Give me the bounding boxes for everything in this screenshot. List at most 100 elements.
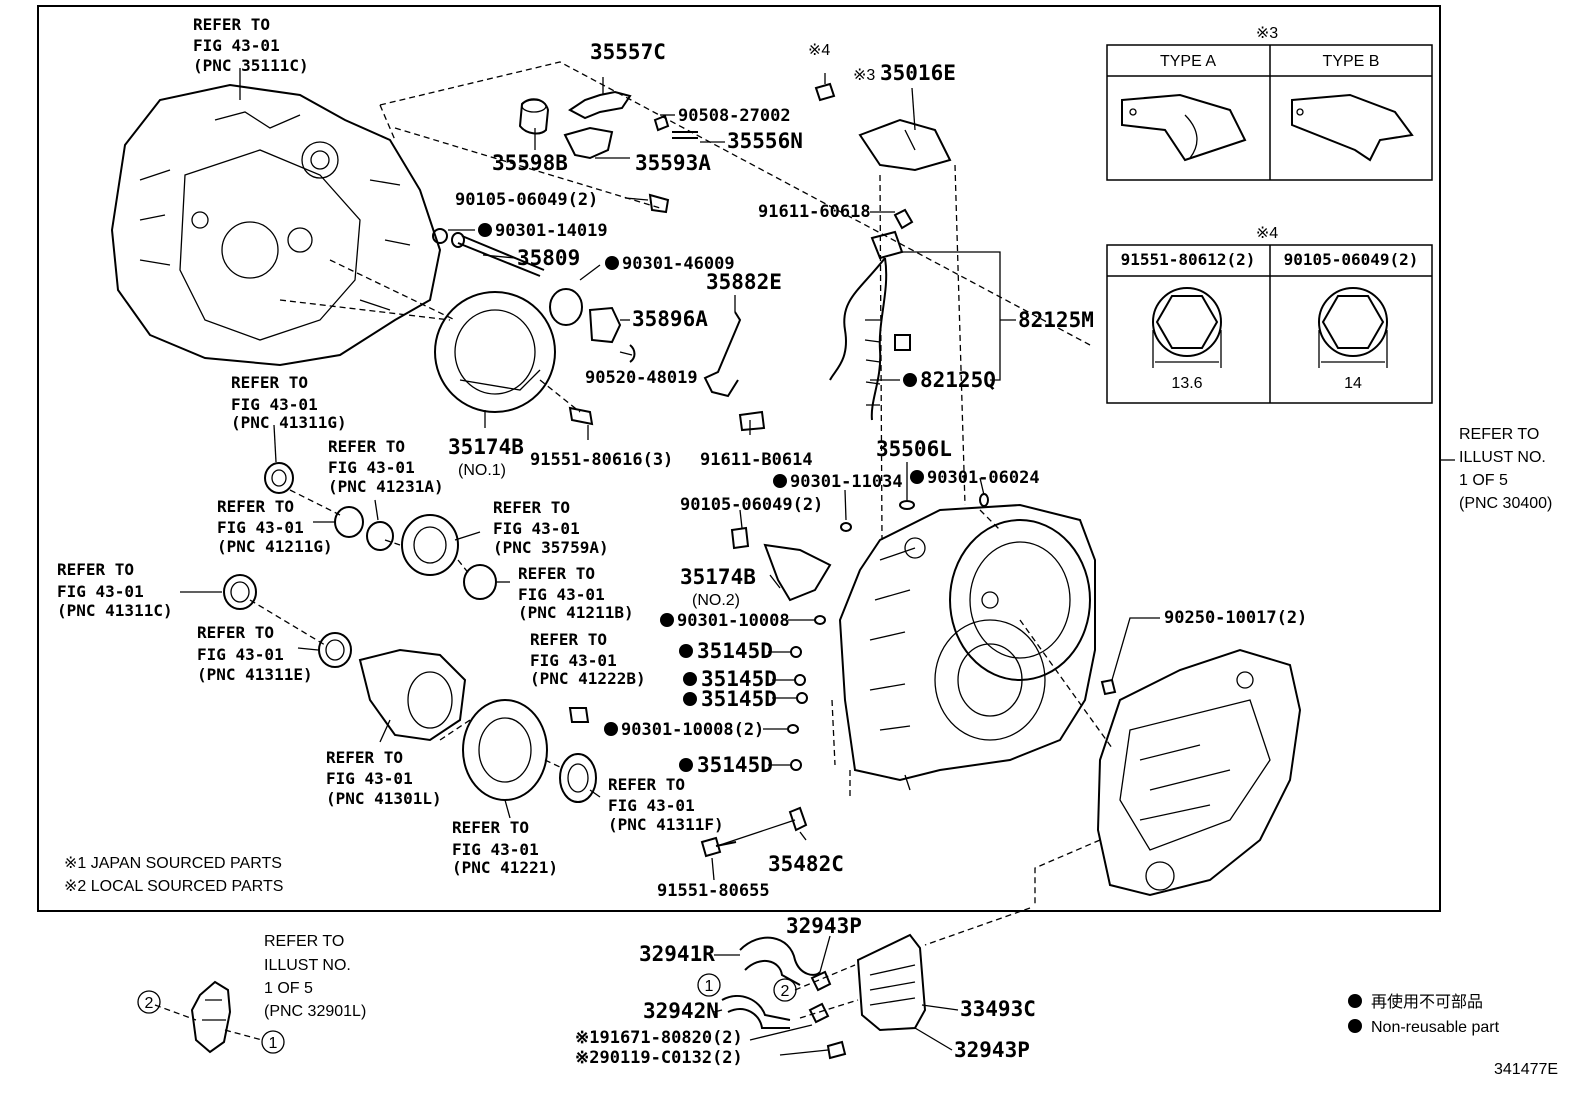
refer-41311C: REFER TO FIG 43-01 (PNC 41311C) — [57, 560, 173, 620]
non-reusable-dot — [679, 758, 693, 772]
oil-pump-plate-no1 — [434, 291, 594, 426]
part-33493C[interactable]: 33493C — [960, 997, 1036, 1021]
seal-row — [787, 493, 989, 771]
refer-32901L-line2: ILLUST NO. — [264, 957, 351, 974]
dowel-pin — [1100, 678, 1117, 696]
refer-30400-line1: REFER TO — [1459, 426, 1539, 443]
illustration-id: 341477E — [1494, 1061, 1558, 1078]
part-90250-10017[interactable]: 90250-10017(2) — [1164, 608, 1307, 628]
part-35145D-1[interactable]: 35145D — [697, 639, 773, 663]
refer-32901L-line3: 1 OF 5 — [264, 980, 313, 997]
refer-41311G-line2: FIG 43-01 — [231, 395, 318, 414]
part-90301-10008[interactable]: 90301-10008 — [677, 611, 790, 631]
refer-41211B-line1: REFER TO — [518, 564, 595, 583]
non-reusable-dot — [679, 644, 693, 658]
non-reusable-dot — [683, 692, 697, 706]
part-32941R[interactable]: 32941R — [639, 942, 715, 966]
part-35506L[interactable]: 35506L — [876, 437, 952, 461]
non-reusable-dot — [683, 672, 697, 686]
part-35896A[interactable]: 35896A — [632, 307, 708, 331]
part-82125M[interactable]: 82125M — [1018, 308, 1094, 332]
table3-header-a: TYPE A — [1160, 53, 1216, 70]
part-35145D-3[interactable]: 35145D — [701, 687, 777, 711]
part-35174B[interactable]: 35174B — [448, 435, 524, 459]
table3-header-b: TYPE B — [1323, 53, 1380, 70]
refer-41222B-line3: (PNC 41222B) — [530, 669, 646, 688]
refer-41311E: REFER TO FIG 43-01 (PNC 41311E) — [197, 623, 313, 684]
refer-41231A: REFER TO FIG 43-01 (PNC 41231A) — [328, 437, 444, 496]
callout-1-clamp: 1 — [269, 1035, 278, 1052]
non-reusable-dot — [660, 613, 674, 627]
refer-35759A: REFER TO FIG 43-01 (PNC 35759A) — [493, 498, 609, 557]
part-35556N[interactable]: 35556N — [727, 129, 803, 153]
part-35598B[interactable]: 35598B — [492, 151, 568, 175]
refer-35111C-line2: FIG 43-01 — [193, 36, 280, 55]
part-35557C[interactable]: 35557C — [590, 40, 666, 64]
part-35145D-4[interactable]: 35145D — [697, 753, 773, 777]
refer-32901L: REFER TO ILLUST NO. 1 OF 5 (PNC 32901L) — [264, 933, 366, 1020]
refer-30400-line2: ILLUST NO. — [1459, 449, 1546, 466]
part-32942N[interactable]: 32942N — [643, 999, 719, 1023]
refer-41311F-line2: FIG 43-01 — [608, 796, 695, 815]
refer-41301L: REFER TO FIG 43-01 (PNC 41301L) — [326, 748, 442, 808]
dashed-leaders — [154, 61, 1113, 1041]
part-35593A[interactable]: 35593A — [635, 151, 711, 175]
part-90301-14019[interactable]: 90301-14019 — [495, 221, 608, 241]
table-bolt-sizes: ※4 91551-80612(2) 90105-06049(2) 13.6 14 — [1106, 225, 1433, 404]
refer-30400-line3: 1 OF 5 — [1459, 472, 1508, 489]
refer-41222B-line1: REFER TO — [530, 630, 607, 649]
part-35809[interactable]: 35809 — [517, 246, 580, 270]
non-reusable-dot — [604, 722, 618, 736]
bracket-group-top — [518, 90, 698, 214]
part-35174B-2[interactable]: 35174B — [680, 565, 756, 589]
callout-2-clamp: 2 — [145, 995, 154, 1012]
part-91671-80820[interactable]: ※191671-80820(2) — [575, 1028, 743, 1048]
part-32943P-bottom[interactable]: 32943P — [954, 1038, 1030, 1062]
part-90119-C0132[interactable]: ※290119-C0132(2) — [575, 1048, 743, 1068]
refer-35759A-line3: (PNC 35759A) — [493, 538, 609, 557]
bracket-35016E — [814, 82, 952, 172]
part-90105-06049-a[interactable]: 90105-06049(2) — [455, 190, 598, 210]
table4-header-a: 91551-80612(2) — [1121, 250, 1256, 269]
part-91611-60618[interactable]: 91611-60618 — [758, 202, 871, 222]
transaxle-housing-right — [1096, 648, 1302, 897]
wire-harness — [829, 208, 914, 421]
part-35145D-2[interactable]: 35145D — [701, 667, 777, 691]
refer-41311E-line2: FIG 43-01 — [197, 645, 284, 664]
callout-1-cooler: 1 — [705, 978, 714, 995]
part-82125Q[interactable]: 82125Q — [920, 368, 996, 392]
part-91611-B0614[interactable]: 91611-B0614 — [700, 450, 813, 470]
part-90301-10008-2[interactable]: 90301-10008(2) — [621, 720, 764, 740]
note-local-sourced: ※2 LOCAL SOURCED PARTS — [64, 878, 283, 895]
refer-41311F: REFER TO FIG 43-01 (PNC 41311F) — [608, 775, 724, 834]
part-90301-06024[interactable]: 90301-06024 — [927, 468, 1040, 488]
part-32943P-top[interactable]: 32943P — [786, 914, 862, 938]
refer-30400: REFER TO ILLUST NO. 1 OF 5 (PNC 30400) — [1459, 426, 1552, 512]
refer-35111C: REFER TO FIG 43-01 (PNC 35111C) — [193, 15, 309, 75]
refer-35111C-line3: (PNC 35111C) — [193, 56, 309, 75]
part-91551-80616[interactable]: 91551-80616(3) — [530, 450, 673, 470]
part-90105-06049-b[interactable]: 90105-06049(2) — [680, 495, 823, 515]
refer-41311E-line1: REFER TO — [197, 623, 274, 642]
plate-no2 — [730, 526, 832, 602]
part-90520-48019[interactable]: 90520-48019 — [585, 368, 698, 388]
part-90301-46009[interactable]: 90301-46009 — [622, 254, 735, 274]
non-reusable-dot — [478, 223, 492, 237]
refer-41231A-line2: FIG 43-01 — [328, 458, 415, 477]
solid-leaders — [180, 68, 1455, 1056]
part-35016E[interactable]: 35016E — [880, 61, 956, 85]
part-35174B-no2: (NO.2) — [692, 592, 740, 609]
refer-41311C-line1: REFER TO — [57, 560, 134, 579]
oil-cooler-group — [721, 933, 927, 1060]
legend-jp: 再使用不可部品 — [1371, 993, 1483, 1011]
part-91551-80655[interactable]: 91551-80655 — [657, 881, 770, 901]
refer-41211G-line3: (PNC 41211G) — [217, 537, 333, 556]
part-35482C[interactable]: 35482C — [768, 852, 844, 876]
part-90508-27002[interactable]: 90508-27002 — [678, 106, 791, 126]
part-35882E[interactable]: 35882E — [706, 270, 782, 294]
refer-41221-line3: (PNC 41221) — [452, 858, 558, 877]
non-reusable-dot — [903, 373, 917, 387]
refer-41211B: REFER TO FIG 43-01 (PNC 41211B) — [518, 564, 634, 622]
part-90301-11034[interactable]: 90301-11034 — [790, 472, 903, 492]
table4-header-b: 90105-06049(2) — [1284, 250, 1419, 269]
